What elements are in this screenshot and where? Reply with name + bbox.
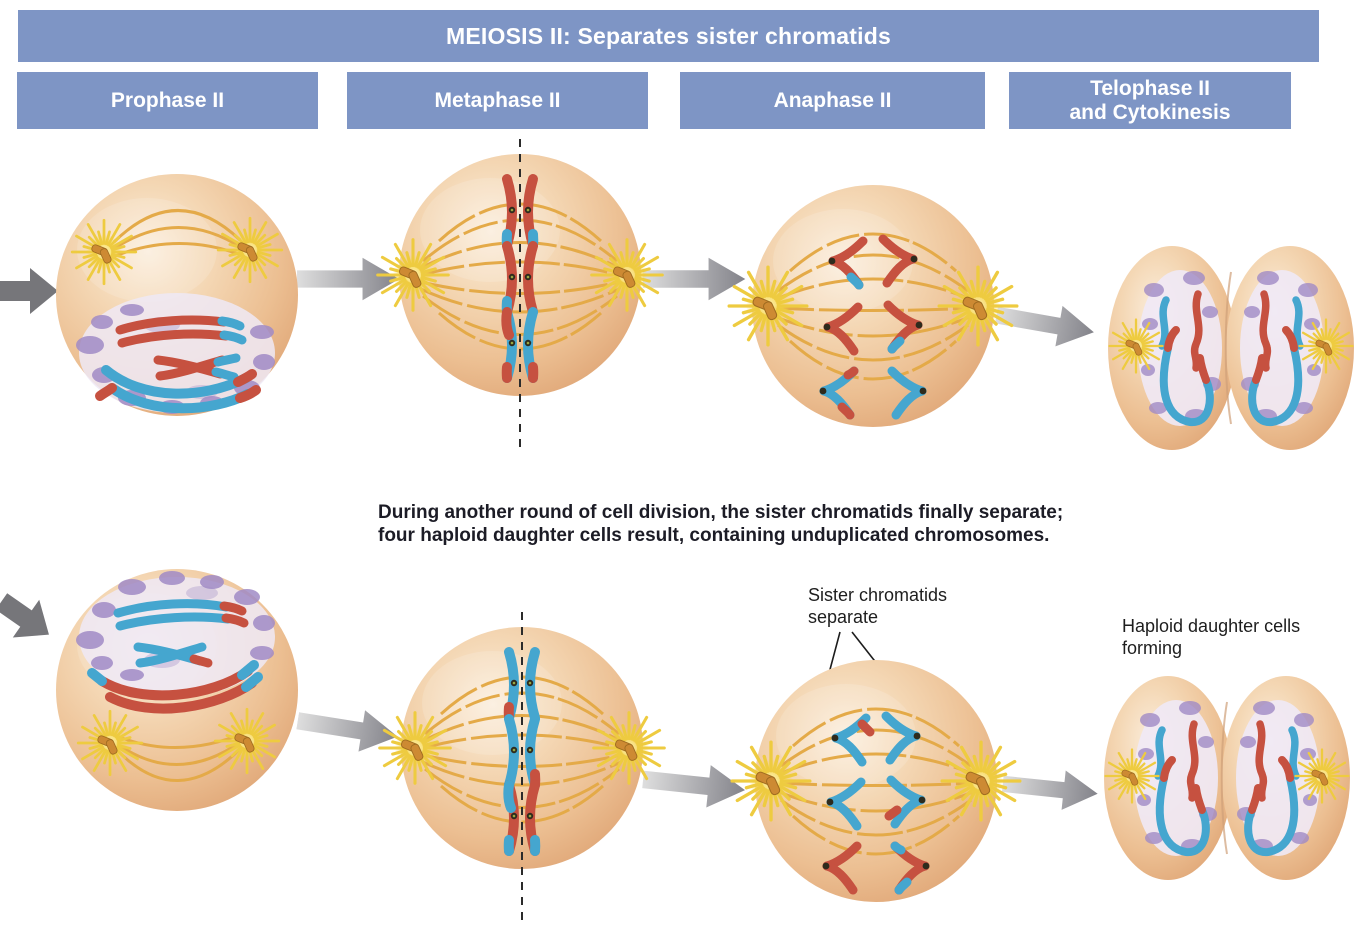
haploid-daughter-label: Haploid daughter cells forming [1122,616,1301,658]
phase-header-anaphase-2: Anaphase II [680,72,985,129]
anaphase-2-cell-top [727,185,1019,427]
prophase-2-cell-bottom [56,569,298,811]
prophase-2-cell-top [56,174,298,416]
chromosomes [501,174,539,383]
spindle-fibers [113,731,245,782]
chromosomes [503,647,541,856]
telophase-2-cells-top [1106,238,1356,458]
chromosomes [95,315,261,414]
diagram-title: MEIOSIS II: Separates sister chromatids [446,22,891,49]
phase-header-prophase-2: Prophase II [17,72,318,129]
phase-label: Prophase II [110,88,225,112]
flow-arrow-icon [1000,764,1100,814]
diagram-title-banner: MEIOSIS II: Separates sister chromatids [18,10,1319,62]
chromosomes [87,599,263,714]
telophase-2-cells-bottom [1102,668,1352,888]
anaphase-2-cell-bottom [730,660,1022,902]
phase-header-telophase-2: Telophase II and Cytokinesis [1009,72,1291,129]
phase-header-metaphase-2: Metaphase II [347,72,648,129]
phase-label: Anaphase II [773,88,892,112]
metaphase-2-cell-top [376,139,664,451]
chromosomes [819,234,927,420]
chromosomes [822,711,930,895]
phase-label: Metaphase II [434,88,561,112]
figure-caption: During another round of cell division, t… [378,502,1064,546]
phase-label: Telophase II and Cytokinesis [1069,76,1231,124]
metaphase-2-cell-bottom [378,612,666,924]
sister-chromatids-label: Sister chromatids separate [808,585,948,627]
